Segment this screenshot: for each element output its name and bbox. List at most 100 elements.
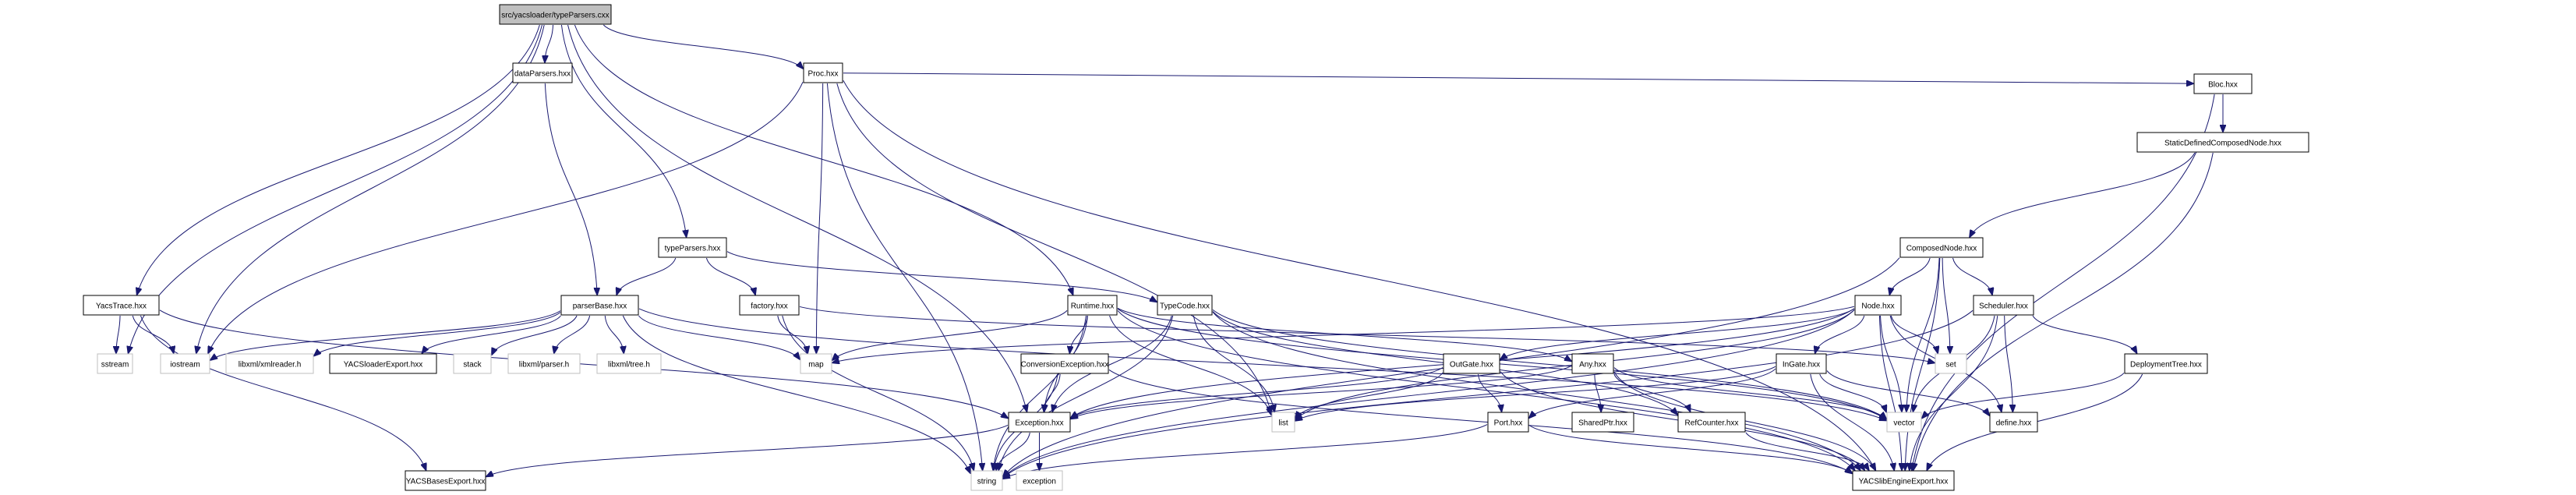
node-label: src/yacsloader/typeParsers.cxx	[501, 12, 609, 20]
edge-OutGate-to-Port	[1477, 373, 1501, 412]
node-xmltree: libxml/tree.h	[596, 353, 662, 374]
edge-Proc-to-string	[826, 83, 982, 470]
edge-ConversionException-to-YACSlibEngineExport	[1108, 369, 1852, 473]
edge-Node-to-string	[1003, 309, 1855, 478]
node-ConversionException[interactable]: ConversionException.hxx	[1020, 353, 1109, 374]
edge-TypeCode-to-YACSlibEngineExport	[1212, 311, 1860, 470]
node-Node[interactable]: Node.hxx	[1854, 295, 1902, 316]
node-RefCounter[interactable]: RefCounter.hxx	[1677, 412, 1746, 433]
node-label: iostream	[170, 361, 200, 369]
node-exception: exception	[1016, 470, 1063, 491]
node-label: RefCounter.hxx	[1685, 419, 1739, 428]
node-ComposedNode[interactable]: ComposedNode.hxx	[1899, 237, 1984, 258]
node-set: set	[1935, 353, 1967, 374]
node-box	[225, 353, 314, 374]
edge-Scheduler-to-DeploymentTree	[2032, 315, 2136, 353]
node-label: Bloc.hxx	[2208, 81, 2238, 90]
node-Port[interactable]: Port.hxx	[1487, 412, 1529, 433]
node-label: Any.hxx	[1579, 361, 1606, 369]
edge-parserBase-to-map	[638, 315, 800, 359]
node-dataParsers[interactable]: dataParsers.hxx	[512, 62, 573, 83]
node-box	[329, 353, 437, 374]
node-box	[512, 62, 573, 83]
edge-Runtime-to-string	[993, 315, 1087, 470]
node-box	[1886, 412, 1922, 433]
node-label: libxml/xmlreader.h	[239, 361, 302, 369]
node-typeParsers[interactable]: typeParsers.hxx	[658, 237, 727, 258]
edge-InGate-to-Port	[1529, 368, 1776, 418]
node-SharedPtr[interactable]: SharedPtr.hxx	[1571, 412, 1634, 433]
node-box	[1973, 295, 2034, 316]
node-iostream: iostream	[160, 353, 210, 374]
node-box	[800, 353, 832, 374]
edge-Any-to-vector	[1613, 367, 1886, 419]
edge-root-to-YacsTrace	[137, 24, 540, 295]
node-YACSlibEngineExport[interactable]: YACSlibEngineExport.hxx	[1852, 470, 1955, 491]
node-label: StaticDefinedComposedNode.hxx	[2164, 140, 2281, 148]
edge-factory-to-set	[799, 306, 1935, 362]
edge-typeParsers-to-TypeCode	[726, 251, 1157, 302]
node-sstream: sstream	[97, 353, 133, 374]
node-stack: stack	[453, 353, 492, 374]
edge-Runtime-to-list	[1109, 315, 1271, 415]
edge-parserBase-to-xmlreader	[314, 312, 561, 355]
node-label: factory.hxx	[751, 302, 788, 311]
node-label: stack	[463, 361, 482, 369]
node-define[interactable]: define.hxx	[1989, 412, 2038, 433]
node-Bloc[interactable]: Bloc.hxx	[2193, 73, 2253, 94]
node-Any[interactable]: Any.hxx	[1571, 353, 1614, 374]
node-DeploymentTree[interactable]: DeploymentTree.hxx	[2124, 353, 2208, 374]
node-vector: vector	[1886, 412, 1922, 433]
edge-StaticDefinedComposedNode-to-ComposedNode	[1970, 152, 2196, 237]
edge-factory-to-string	[782, 315, 974, 470]
edge-TypeCode-to-string	[998, 315, 1174, 470]
node-label: libxml/parser.h	[519, 361, 569, 369]
edge-parserBase-to-YACSloaderExport	[422, 315, 561, 353]
edge-parserBase-to-stack	[492, 315, 578, 355]
node-Exception[interactable]: Exception.hxx	[1008, 412, 1071, 433]
node-box	[803, 62, 843, 83]
edge-TypeCode-to-vector	[1212, 309, 1886, 419]
node-box	[1020, 353, 1109, 374]
edge-Node-to-InGate	[1815, 315, 1865, 353]
edge-Node-to-vector	[1880, 315, 1902, 412]
node-label: DeploymentTree.hxx	[2130, 361, 2202, 369]
node-box	[970, 470, 1003, 491]
node-Proc[interactable]: Proc.hxx	[803, 62, 843, 83]
edge-Node-to-OutGate	[1500, 308, 1855, 359]
node-YacsTrace[interactable]: YacsTrace.hxx	[83, 295, 160, 316]
edge-InGate-to-define	[1826, 370, 1989, 415]
edge-Proc-to-Bloc	[843, 72, 2193, 84]
node-root[interactable]: src/yacsloader/typeParsers.cxx	[499, 4, 612, 25]
node-label: Node.hxx	[1861, 302, 1894, 311]
node-parserBase[interactable]: parserBase.hxx	[560, 295, 639, 316]
node-TypeCode[interactable]: TypeCode.hxx	[1157, 295, 1213, 316]
node-Scheduler[interactable]: Scheduler.hxx	[1973, 295, 2034, 316]
node-YACSBasesExport[interactable]: YACSBasesExport.hxx	[405, 470, 486, 491]
node-YACSloaderExport[interactable]: YACSloaderExport.hxx	[329, 353, 437, 374]
node-box	[1008, 412, 1071, 433]
node-OutGate[interactable]: OutGate.hxx	[1443, 353, 1500, 374]
node-box	[97, 353, 133, 374]
node-Runtime[interactable]: Runtime.hxx	[1067, 295, 1118, 316]
edge-Scheduler-to-define	[2004, 315, 2013, 412]
edge-ComposedNode-to-Node	[1889, 257, 1931, 295]
node-box	[2193, 73, 2253, 94]
edge-TypeCode-to-Exception	[1052, 315, 1172, 412]
edge-Any-to-SharedPtr	[1594, 373, 1601, 412]
node-box	[1571, 412, 1634, 433]
node-label: ConversionException.hxx	[1021, 361, 1109, 369]
edge-parserBase-to-xmltree	[604, 315, 624, 353]
node-factory[interactable]: factory.hxx	[739, 295, 800, 316]
edge-StaticDefinedComposedNode-to-YACSlibEngineExport	[1913, 152, 2214, 470]
edge-Any-to-RefCounter	[1613, 373, 1691, 412]
node-StaticDefinedComposedNode[interactable]: StaticDefinedComposedNode.hxx	[2136, 132, 2309, 153]
node-box	[658, 237, 727, 258]
node-xmlparser: libxml/parser.h	[507, 353, 581, 374]
node-box	[1487, 412, 1529, 433]
edge-ComposedNode-to-set	[1942, 257, 1950, 353]
edge-Runtime-to-map	[832, 310, 1068, 360]
node-box	[1935, 353, 1967, 374]
edge-root-to-typeParsers	[560, 24, 686, 237]
node-InGate[interactable]: InGate.hxx	[1776, 353, 1827, 374]
